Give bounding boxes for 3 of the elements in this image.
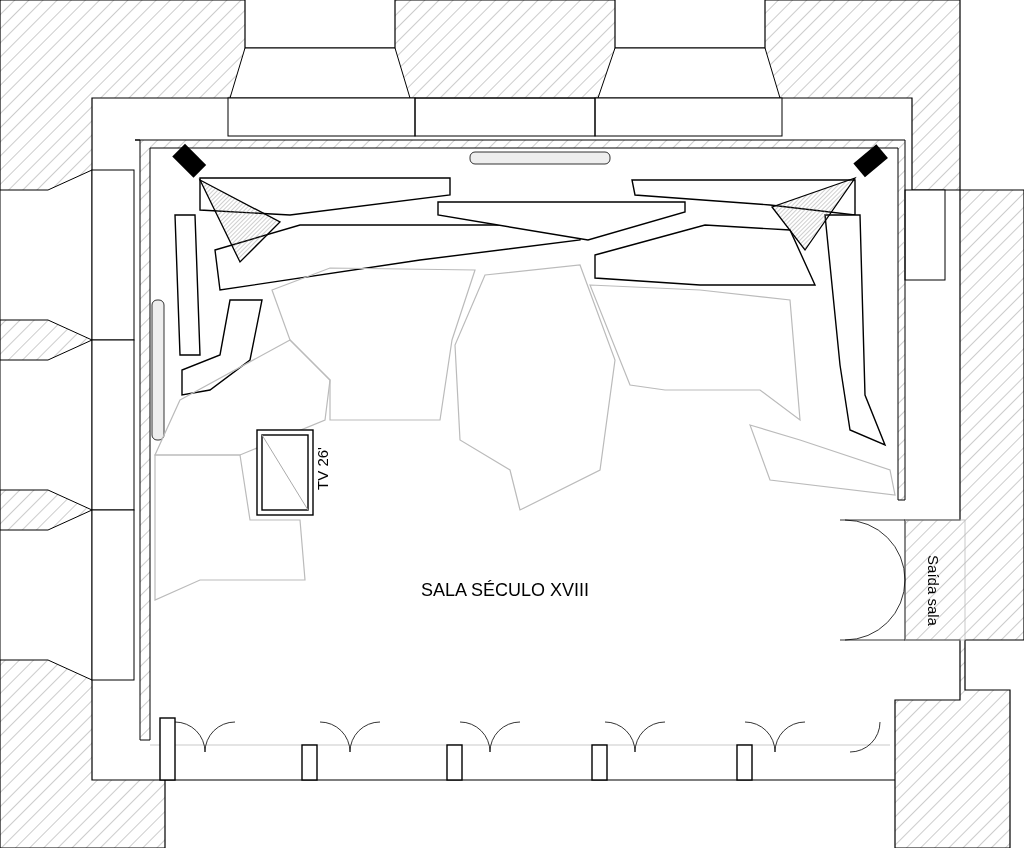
exit-label: Saída sala (925, 554, 941, 626)
tv-label: TV 26' (314, 446, 330, 490)
room-name: SALA SÉCULO XVIII (421, 581, 590, 599)
